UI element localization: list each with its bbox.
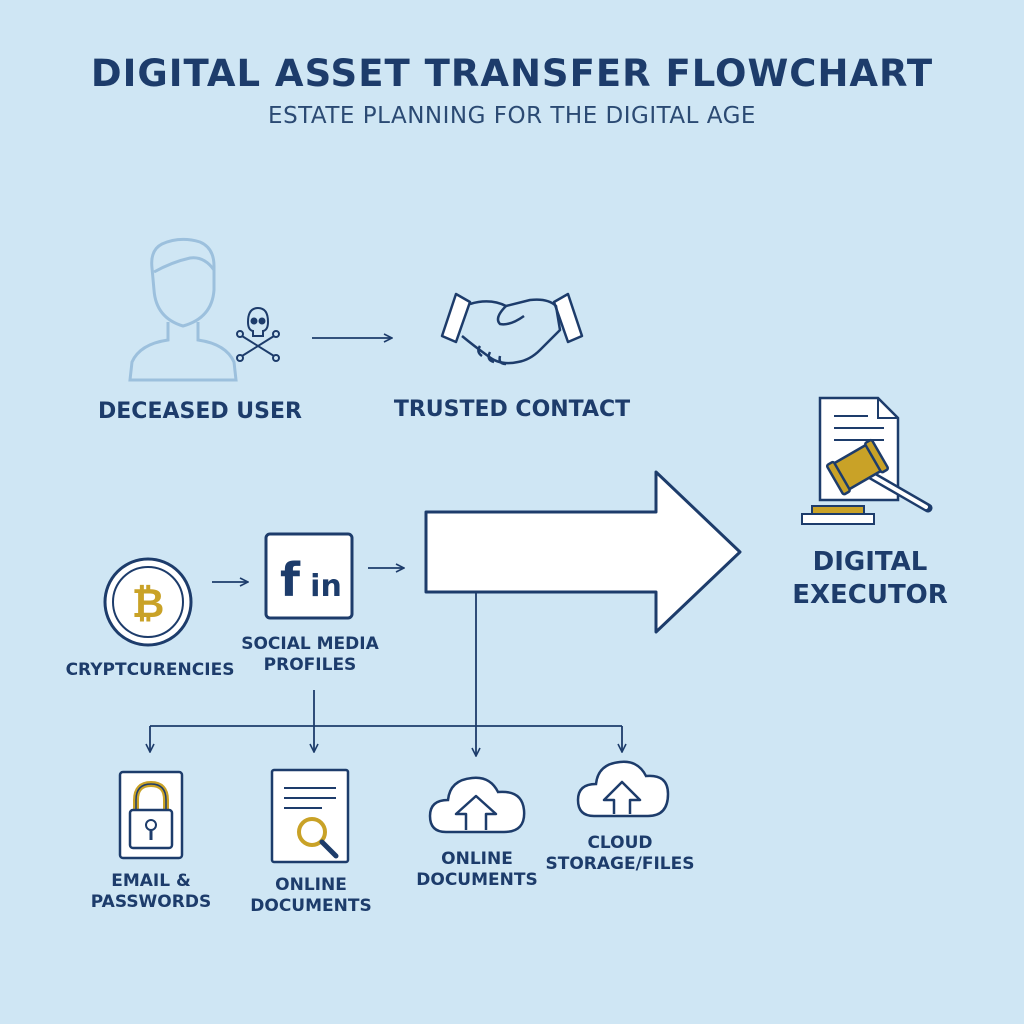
document-search-icon [270, 768, 350, 864]
online-documents-label-2: ONLINE DOCUMENTS [416, 849, 538, 891]
social-media-icon: f in [264, 532, 354, 620]
digital-executor-label: DIGITAL EXECUTOR [792, 547, 948, 610]
trusted-contact-label: TRUSTED CONTACT [393, 397, 631, 422]
cloud-upload-icon [428, 776, 526, 834]
big-transfer-arrow [424, 470, 742, 634]
deceased-user-label: DECEASED USER [98, 399, 302, 424]
page-subtitle: ESTATE PLANNING FOR THE DIGITAL AGE [268, 103, 756, 129]
lock-icon [118, 770, 184, 860]
branch-connectors [150, 592, 622, 756]
bitcoin-icon: ₿ [103, 557, 193, 647]
cloud-storage-icon [576, 760, 670, 818]
online-documents-label-1: ONLINE DOCUMENTS [250, 875, 372, 917]
linkedin-logo: in [310, 569, 342, 604]
page-title: DIGITAL ASSET TRANSFER FLOWCHART [90, 52, 934, 95]
person-icon [128, 237, 238, 382]
handshake-icon [440, 292, 584, 366]
skull-crossbones-icon [236, 306, 280, 362]
cloud-storage-label: CLOUD STORAGE/FILES [545, 833, 695, 875]
bitcoin-symbol: ₿ [132, 581, 165, 627]
cryptocurrencies-label: CRYPTCURENCIES [65, 660, 235, 680]
gavel-document-icon [801, 396, 933, 525]
facebook-logo: f [280, 553, 301, 607]
email-passwords-label: EMAIL & PASSWORDS [90, 871, 212, 913]
social-media-label: SOCIAL MEDIA PROFILES [241, 634, 379, 676]
